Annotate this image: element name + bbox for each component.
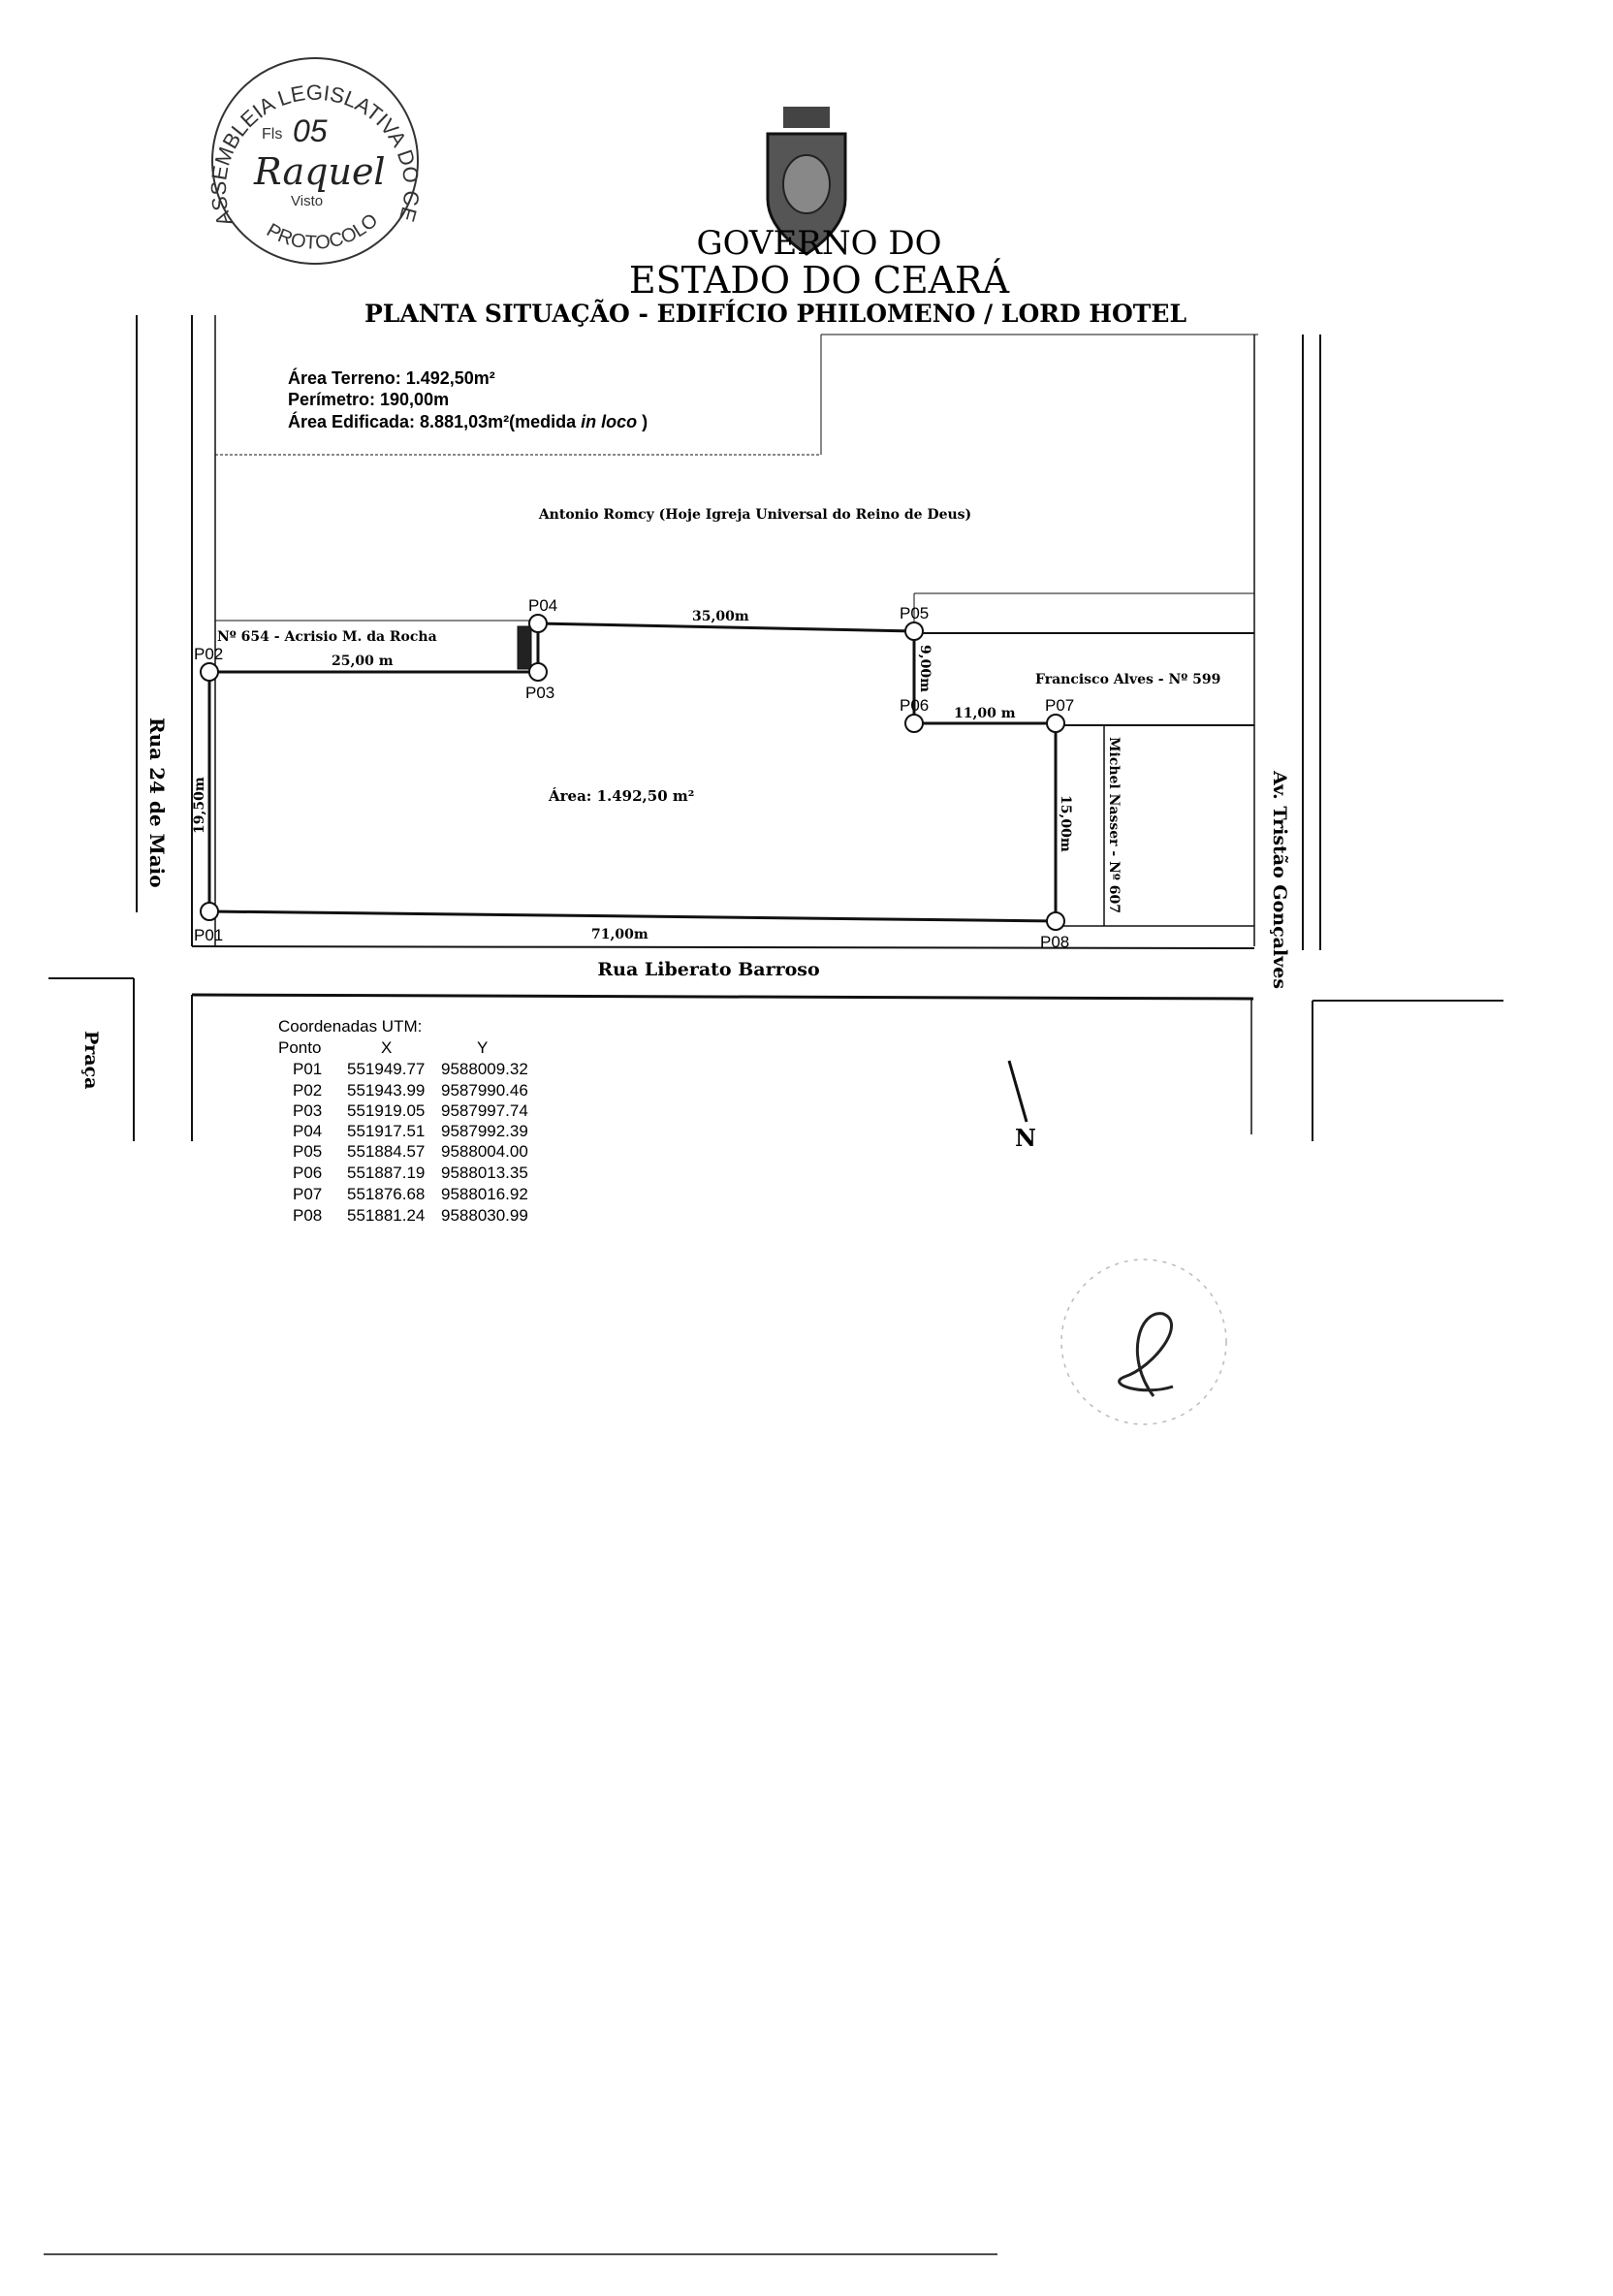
length-p07-p08: 15,00m xyxy=(1058,795,1073,852)
coordinates-title: Coordenadas UTM: xyxy=(278,1017,422,1036)
svg-text:551949.77: 551949.77 xyxy=(347,1060,425,1078)
signature-stamp xyxy=(1060,1259,1227,1425)
svg-text:551876.68: 551876.68 xyxy=(347,1185,425,1203)
neighbor-east-label: Francisco Alves - Nº 599 xyxy=(1035,672,1220,687)
header-line1: GOVERNO DO xyxy=(697,224,942,263)
point-label-p04: P04 xyxy=(528,596,557,615)
svg-text:551943.99: 551943.99 xyxy=(347,1081,425,1100)
neighbor-southeast-label: Michel Nasser - Nº 607 xyxy=(1106,737,1122,913)
svg-text:9587997.74: 9587997.74 xyxy=(441,1101,528,1120)
lot-area-label: Área: 1.492,50 m² xyxy=(548,787,694,805)
point-label-p07: P07 xyxy=(1045,696,1074,715)
svg-text:P02: P02 xyxy=(293,1081,322,1100)
coordinates-table: Coordenadas UTM: Ponto X Y P01 551949.77 9… xyxy=(278,1017,528,1225)
point-label-p05: P05 xyxy=(900,604,929,622)
stamp-visto-label: Visto xyxy=(291,193,323,209)
length-p01-p02: 19,50m xyxy=(192,777,207,834)
svg-text:P03: P03 xyxy=(293,1101,322,1120)
stamp-fls-number: 05 xyxy=(293,113,328,148)
table-row: P01 551949.77 9588009.32 xyxy=(293,1060,528,1078)
stamp-ring xyxy=(211,57,419,265)
stamp-ring-text: ASSEMBLEIA LEGISLATIVA DO CEARÁ xyxy=(0,0,424,230)
svg-text:9588016.92: 9588016.92 xyxy=(441,1185,528,1203)
protocol-stamp: ASSEMBLEIA LEGISLATIVA DO CEARÁ PROTOCOL… xyxy=(0,0,424,265)
point-labels: P01 P02 P03 P04 P05 P06 P07 P08 xyxy=(194,596,1074,951)
neighbor-north-label: Antonio Romcy (Hoje Igreja Universal do … xyxy=(538,507,971,523)
point-markers xyxy=(200,614,1065,931)
stamp-fls-label: Fls xyxy=(262,126,282,143)
svg-text:551917.51: 551917.51 xyxy=(347,1122,425,1140)
north-arrow-icon xyxy=(1007,1060,1028,1123)
neighbor-west-label: Nº 654 - Acrisio M. da Rocha xyxy=(217,629,437,645)
header-line2: ESTADO DO CEARÁ xyxy=(629,259,1010,302)
svg-text:9587990.46: 9587990.46 xyxy=(441,1081,528,1100)
svg-text:P04: P04 xyxy=(293,1122,322,1140)
ceara-coat-of-arms-icon xyxy=(766,107,847,256)
north-label: N xyxy=(1015,1124,1036,1152)
street-south-label: Rua Liberato Barroso xyxy=(597,959,819,980)
table-row: P06 551887.19 9588013.35 xyxy=(293,1164,528,1182)
coordinates-header-x: X xyxy=(381,1038,392,1057)
coordinates-header-point: Ponto xyxy=(278,1038,321,1057)
perimetro: Perímetro: 190,00m xyxy=(288,390,449,409)
table-row: P02 551943.99 9587990.46 xyxy=(293,1081,528,1100)
point-label-p02: P02 xyxy=(194,645,223,663)
point-label-p03: P03 xyxy=(525,684,554,702)
street-west-label: Rua 24 de Maio xyxy=(145,718,169,888)
svg-text:551919.05: 551919.05 xyxy=(347,1101,425,1120)
table-row: P07 551876.68 9588016.92 xyxy=(293,1185,528,1203)
svg-text:9587992.39: 9587992.39 xyxy=(441,1122,528,1140)
svg-text:P08: P08 xyxy=(293,1206,322,1225)
table-row: P03 551919.05 9587997.74 xyxy=(293,1101,528,1120)
point-label-p06: P06 xyxy=(900,696,929,715)
area-edificada: Área Edificada: 8.881,03m²(medida in loc… xyxy=(288,411,648,431)
svg-text:P07: P07 xyxy=(293,1185,322,1203)
stamp-bottom-text: PROTOCOLO xyxy=(263,209,382,254)
area-terreno: Área Terreno: 1.492,50m² xyxy=(288,367,495,388)
svg-text:551884.57: 551884.57 xyxy=(347,1142,425,1161)
length-p02-p03: 25,00 m xyxy=(332,654,394,669)
street-east-label: Av. Tristão Gonçalves xyxy=(1269,770,1290,989)
length-p01-p08: 71,00m xyxy=(591,927,648,942)
length-p05-p06: 9,00m xyxy=(917,645,933,692)
plan-title: PLANTA SITUAÇÃO - EDIFÍCIO PHILOMENO / L… xyxy=(364,300,1186,328)
svg-text:P01: P01 xyxy=(293,1060,322,1078)
plaza-label: Praça xyxy=(80,1031,102,1090)
stamp-signature: Raquel xyxy=(253,150,386,193)
length-p04-p05: 35,00m xyxy=(692,609,749,624)
length-p06-p07: 11,00 m xyxy=(954,706,1016,721)
table-row: P04 551917.51 9587992.39 xyxy=(293,1122,528,1140)
info-box: Área Terreno: 1.492,50m² Perímetro: 190,… xyxy=(288,367,648,431)
point-label-p08: P08 xyxy=(1040,933,1069,951)
svg-text:9588004.00: 9588004.00 xyxy=(441,1142,528,1161)
table-row: P08 551881.24 9588030.99 xyxy=(293,1206,528,1225)
svg-text:9588030.99: 9588030.99 xyxy=(441,1206,528,1225)
svg-text:9588013.35: 9588013.35 xyxy=(441,1164,528,1182)
svg-text:P06: P06 xyxy=(293,1164,322,1182)
coordinates-header-y: Y xyxy=(477,1038,488,1057)
map-lines xyxy=(44,315,1503,2255)
svg-text:551881.24: 551881.24 xyxy=(347,1206,425,1225)
svg-text:P05: P05 xyxy=(293,1142,322,1161)
table-row: P05 551884.57 9588004.00 xyxy=(293,1142,528,1161)
point-label-p01: P01 xyxy=(194,926,223,944)
svg-text:9588009.32: 9588009.32 xyxy=(441,1060,528,1078)
svg-text:551887.19: 551887.19 xyxy=(347,1164,425,1182)
